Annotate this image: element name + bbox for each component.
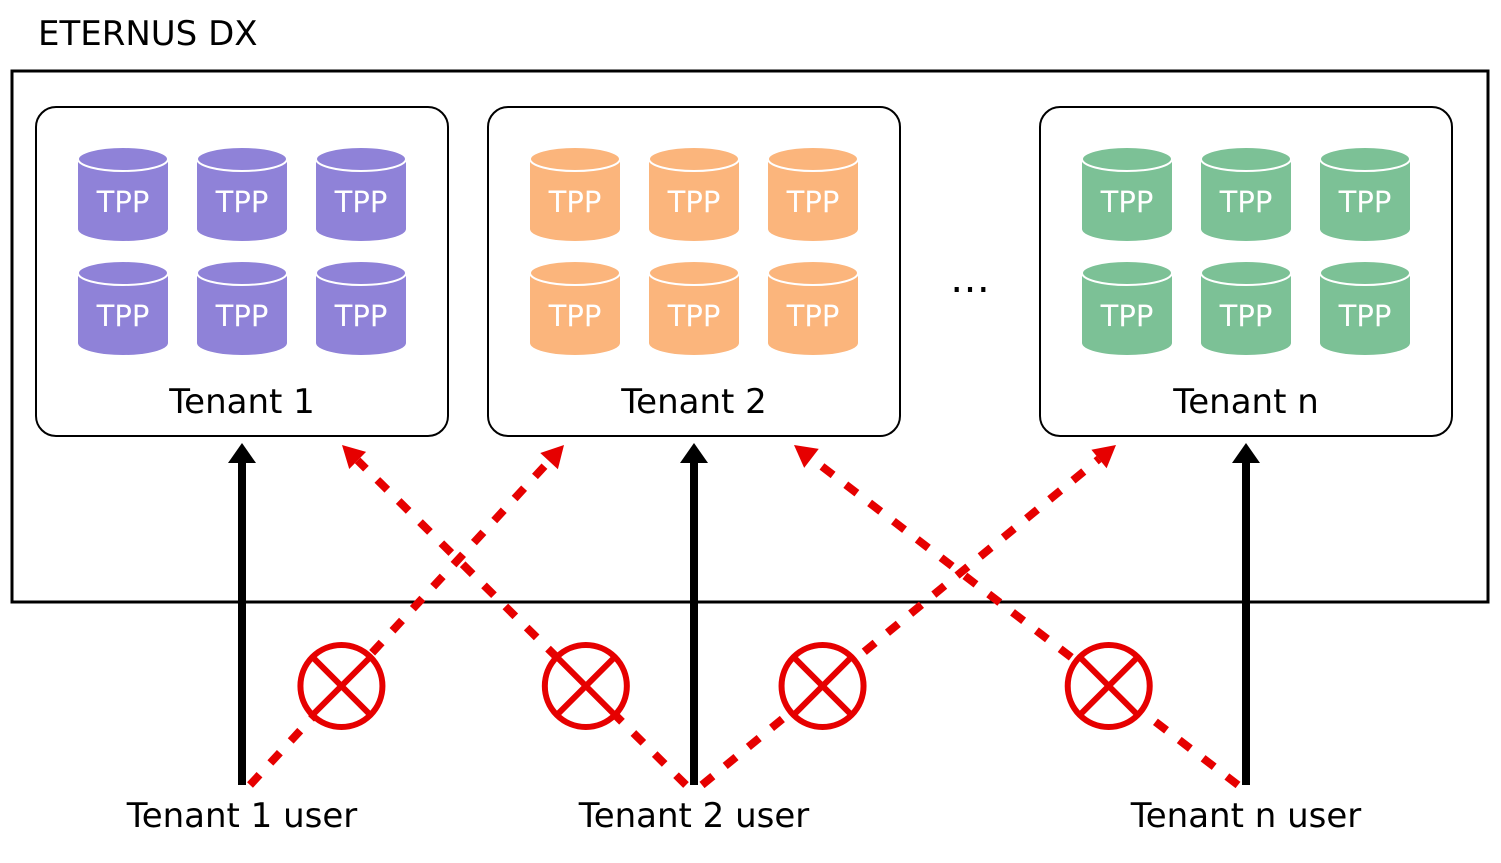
arrow-head-icon	[794, 445, 819, 468]
tpp-volume-icon: TPP	[529, 260, 621, 355]
tenant-user-label: Tenant n user	[1130, 796, 1362, 836]
tpp-label: TPP	[1338, 299, 1392, 333]
tpp-volume-icon: TPP	[196, 260, 288, 355]
arrow-head-icon	[680, 443, 708, 463]
tpp-label: TPP	[548, 185, 602, 219]
tpp-label: TPP	[786, 185, 840, 219]
tpp-label: TPP	[786, 299, 840, 333]
denied-access-arrow	[809, 455, 1241, 789]
tpp-label: TPP	[334, 185, 388, 219]
tpp-volume-icon: TPP	[1200, 146, 1292, 241]
tpp-volume-icon: TPP	[1200, 260, 1292, 355]
tenant-label: Tenant n	[1172, 382, 1319, 422]
tpp-volume-icon: TPP	[1319, 146, 1411, 241]
tpp-volume-icon: TPP	[77, 260, 169, 355]
tpp-label: TPP	[1219, 299, 1273, 333]
eternus-frame	[10, 69, 1490, 604]
tpp-label: TPP	[215, 185, 269, 219]
access-denied-icon	[1064, 642, 1153, 730]
arrow-head-icon	[540, 445, 564, 470]
tpp-volume-icon: TPP	[1081, 146, 1173, 241]
tpp-label: TPP	[1219, 185, 1273, 219]
tpp-volume-icon: TPP	[196, 146, 288, 241]
tpp-label: TPP	[1338, 185, 1392, 219]
tpp-label: TPP	[1100, 185, 1154, 219]
denied-access-arrow	[354, 457, 689, 788]
access-denied-icon	[778, 642, 867, 730]
tpp-label: TPP	[667, 185, 721, 219]
tpp-volume-icon: TPP	[529, 146, 621, 241]
access-denied-icon	[297, 642, 386, 730]
tpp-label: TPP	[667, 299, 721, 333]
tpp-volume-icon: TPP	[648, 260, 740, 355]
denied-access-arrow	[699, 455, 1102, 789]
tpp-label: TPP	[96, 185, 150, 219]
tenant-user-label: Tenant 2 user	[578, 796, 810, 836]
arrow-head-icon	[1232, 443, 1260, 463]
tpp-volume-icon: TPP	[767, 260, 859, 355]
tenant-user-label: Tenant 1 user	[126, 796, 358, 836]
denied-access-arrow	[247, 458, 553, 788]
tpp-label: TPP	[334, 299, 388, 333]
tpp-volume-icon: TPP	[1081, 260, 1173, 355]
tpp-volume-icon: TPP	[315, 260, 407, 355]
tpp-volume-icon: TPP	[1319, 260, 1411, 355]
arrow-head-icon	[342, 445, 367, 469]
system-title: ETERNUS DX	[38, 14, 258, 54]
tpp-volume-icon: TPP	[315, 146, 407, 241]
tpp-volume-icon: TPP	[767, 146, 859, 241]
tenant-label: Tenant 1	[168, 382, 315, 422]
tpp-label: TPP	[548, 299, 602, 333]
tpp-label: TPP	[215, 299, 269, 333]
tenant-box-2: TPP TPP TPP TPP TPP TPP Tenant 2	[487, 106, 901, 437]
tpp-volume-icon: TPP	[77, 146, 169, 241]
arrow-head-icon	[1091, 445, 1116, 469]
tpp-label: TPP	[96, 299, 150, 333]
tenant-box-3: TPP TPP TPP TPP TPP TPP Tenant n	[1039, 106, 1453, 437]
tpp-label: TPP	[1100, 299, 1154, 333]
tenant-box-1: TPP TPP TPP TPP TPP TPP Tenant 1	[35, 106, 449, 437]
arrow-head-icon	[228, 443, 256, 463]
ellipsis: …	[950, 256, 990, 302]
tenant-label: Tenant 2	[620, 382, 767, 422]
tpp-volume-icon: TPP	[648, 146, 740, 241]
access-denied-icon	[541, 642, 630, 730]
